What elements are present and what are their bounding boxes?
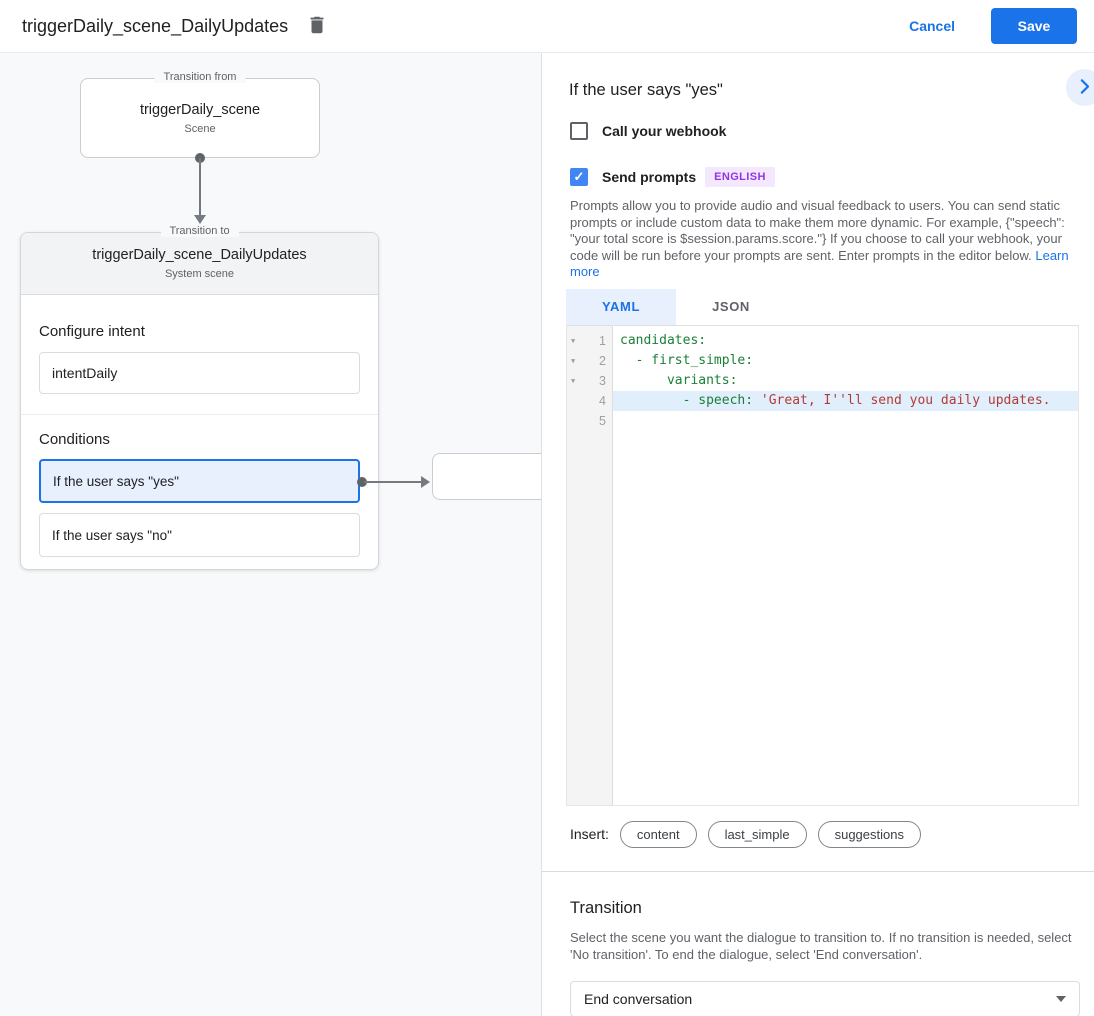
tab-json[interactable]: JSON bbox=[676, 288, 786, 325]
from-scene-name: triggerDaily_scene bbox=[139, 101, 261, 118]
editor-code-area[interactable]: candidates: - first_simple: variants: - … bbox=[613, 326, 1078, 805]
connector-line-horizontal bbox=[364, 481, 422, 483]
transition-from-node[interactable]: Transition from triggerDaily_scene Scene bbox=[80, 71, 320, 158]
line-number: 2 bbox=[599, 353, 606, 368]
yaml-key: candidates: bbox=[620, 332, 707, 348]
condition-target-node[interactable] bbox=[432, 453, 541, 500]
save-button[interactable]: Save bbox=[991, 8, 1077, 44]
transition-section: Transition Select the scene you want the… bbox=[542, 898, 1094, 1016]
yaml-key: - first_simple: bbox=[635, 352, 754, 368]
insert-chip-last-simple[interactable]: last_simple bbox=[707, 820, 807, 848]
connector-line-vertical bbox=[199, 158, 201, 215]
dropdown-caret-icon bbox=[1056, 995, 1066, 1002]
prompt-code-editor[interactable]: ▼ 1 ▼ 2 ▼ 3 4 5 candidates: - first_sim bbox=[566, 324, 1079, 806]
language-badge: ENGLISH bbox=[705, 167, 775, 187]
section-divider bbox=[542, 870, 1094, 872]
transition-from-legend: Transition from bbox=[154, 71, 246, 83]
code-indent bbox=[620, 353, 636, 368]
gutter-row: 5 bbox=[567, 411, 612, 431]
fold-arrow-icon[interactable]: ▼ bbox=[571, 356, 576, 365]
code-indent bbox=[620, 373, 667, 388]
scene-card-body: Configure intent intentDaily Conditions … bbox=[21, 322, 378, 557]
detail-header: If the user says "yes" bbox=[542, 53, 1094, 106]
transition-to-legend: Transition to bbox=[160, 225, 239, 237]
gutter-row: ▼ 2 bbox=[567, 351, 612, 371]
connector-dot bbox=[357, 477, 367, 487]
line-number: 4 bbox=[599, 393, 606, 408]
gutter-row: 4 bbox=[567, 391, 612, 411]
collapse-panel-button[interactable] bbox=[1066, 69, 1094, 106]
fold-arrow-icon[interactable]: ▼ bbox=[571, 336, 576, 345]
prompts-description: Prompts allow you to provide audio and v… bbox=[570, 198, 1086, 281]
transition-dropdown-value: End conversation bbox=[584, 990, 693, 1007]
insert-chip-suggestions[interactable]: suggestions bbox=[817, 820, 921, 848]
top-bar: triggerDaily_scene_DailyUpdates Cancel S… bbox=[0, 0, 1094, 53]
code-line: - first_simple: bbox=[613, 351, 1078, 371]
trash-icon bbox=[306, 14, 328, 39]
transition-to-node[interactable]: triggerDaily_scene_DailyUpdates System s… bbox=[21, 233, 378, 295]
send-prompts-checkbox[interactable]: ✓ bbox=[570, 168, 588, 186]
send-prompts-label: Send prompts bbox=[602, 169, 697, 185]
code-line-highlighted: - speech: 'Great, I''ll send you daily u… bbox=[613, 390, 1078, 411]
code-line: candidates: bbox=[613, 331, 1078, 351]
gutter-row: ▼ 3 bbox=[567, 371, 612, 391]
fold-arrow-icon[interactable]: ▼ bbox=[571, 376, 576, 385]
page-title: triggerDaily_scene_DailyUpdates bbox=[22, 15, 289, 36]
editor-format-tabs: YAML JSON bbox=[566, 288, 1094, 325]
call-webhook-label: Call your webhook bbox=[602, 123, 727, 139]
condition-title: If the user says "yes" bbox=[569, 81, 723, 99]
line-number: 5 bbox=[599, 413, 606, 428]
call-webhook-checkbox[interactable] bbox=[570, 122, 588, 140]
cancel-button[interactable]: Cancel bbox=[909, 18, 955, 34]
learn-more-link[interactable]: Learn more bbox=[570, 247, 1069, 280]
configure-intent-label: Configure intent bbox=[39, 323, 145, 340]
to-scene-name: triggerDaily_scene_DailyUpdates bbox=[92, 247, 307, 263]
webhook-row: Call your webhook bbox=[570, 122, 1094, 140]
tab-yaml[interactable]: YAML bbox=[566, 288, 676, 325]
insert-row: Insert: content last_simple suggestions bbox=[570, 820, 1094, 848]
yaml-string: 'Great, I''ll send you daily updates. bbox=[760, 392, 1051, 408]
prompts-description-text: Prompts allow you to provide audio and v… bbox=[570, 198, 1065, 263]
condition-detail-panel: If the user says "yes" Call your webhook… bbox=[541, 53, 1094, 1016]
transition-dropdown[interactable]: End conversation bbox=[570, 980, 1080, 1016]
chevron-right-icon bbox=[1074, 76, 1094, 100]
checkmark-icon: ✓ bbox=[573, 169, 585, 184]
transition-to-card: Transition to triggerDaily_scene_DailyUp… bbox=[20, 225, 379, 570]
code-line bbox=[613, 411, 1078, 431]
intent-input[interactable]: intentDaily bbox=[39, 352, 360, 394]
scene-graph-canvas: Transition from triggerDaily_scene Scene… bbox=[0, 53, 541, 1016]
gutter-row: ▼ 1 bbox=[567, 331, 612, 351]
conditions-label: Conditions bbox=[39, 431, 110, 448]
yaml-key: - speech: bbox=[682, 392, 761, 408]
code-indent bbox=[620, 393, 683, 408]
line-number: 1 bbox=[599, 333, 606, 348]
arrowhead-down-icon bbox=[194, 215, 206, 224]
insert-label: Insert: bbox=[570, 826, 609, 842]
line-number: 3 bbox=[599, 373, 606, 388]
condition-item-no[interactable]: If the user says "no" bbox=[39, 513, 360, 557]
send-prompts-row: ✓ Send prompts ENGLISH bbox=[570, 167, 1094, 187]
to-scene-type: System scene bbox=[164, 268, 235, 280]
arrowhead-right-icon bbox=[421, 476, 430, 488]
editor-gutter: ▼ 1 ▼ 2 ▼ 3 4 5 bbox=[567, 325, 613, 805]
insert-chip-content[interactable]: content bbox=[619, 820, 697, 848]
transition-title: Transition bbox=[570, 898, 642, 917]
condition-item-yes[interactable]: If the user says "yes" bbox=[39, 459, 360, 503]
card-divider bbox=[21, 414, 378, 415]
delete-scene-button[interactable] bbox=[306, 14, 328, 39]
code-line: variants: bbox=[613, 371, 1078, 391]
transition-description: Select the scene you want the dialogue t… bbox=[570, 929, 1072, 963]
from-scene-type: Scene bbox=[184, 122, 216, 135]
yaml-key: variants: bbox=[666, 372, 738, 388]
